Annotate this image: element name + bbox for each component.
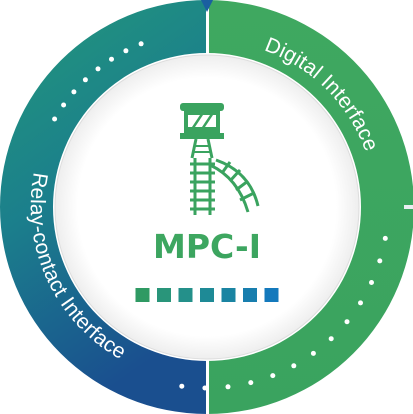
progress-square (200, 288, 214, 302)
ring-dot (291, 363, 297, 369)
ring-dot (382, 235, 388, 241)
ring-dot (344, 319, 350, 325)
triangle-down-marker-icon (201, 0, 213, 12)
right-tick-mark (404, 205, 413, 209)
ring-dot (377, 258, 383, 264)
ring-dot (248, 380, 254, 386)
ring-dot (202, 385, 208, 391)
progress-square (157, 288, 171, 302)
ring-dot (225, 384, 231, 390)
ring-dot (328, 336, 334, 342)
ring-left-half (0, 0, 207, 414)
ring-dot (123, 48, 129, 54)
ring-dot (138, 41, 144, 47)
ring-dot (52, 116, 58, 122)
ring-right-half (207, 0, 413, 414)
ring-divider-top (206, 0, 209, 56)
progress-square (221, 288, 236, 302)
center-disc (54, 54, 360, 360)
progress-squares (135, 288, 279, 302)
product-name: MPC-I (153, 227, 261, 266)
ring-dot (71, 89, 77, 95)
ring-dot (95, 66, 101, 72)
ring-dot (369, 280, 374, 285)
progress-square (264, 288, 279, 302)
ring-dot-markers (52, 41, 388, 391)
ring-dot (82, 77, 88, 83)
ring-dot (310, 350, 316, 356)
ring-dot (270, 373, 276, 379)
progress-square (243, 288, 257, 302)
ring-dot (109, 56, 114, 62)
progress-square (135, 288, 150, 302)
ring-divider-bottom (206, 358, 209, 414)
progress-square (178, 288, 193, 302)
ring-dot (358, 300, 363, 306)
ring-dot (61, 102, 67, 108)
railway-signal-tower-icon (180, 103, 260, 215)
ring-dot (179, 383, 185, 389)
